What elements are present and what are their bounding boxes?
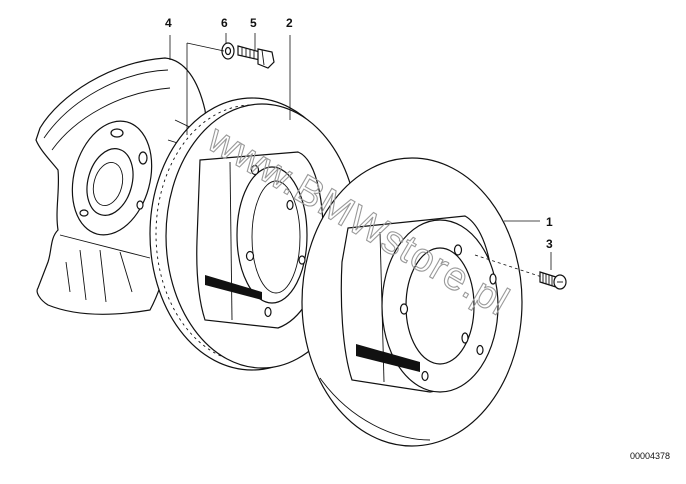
- countersunk-screw-part: [539, 271, 567, 290]
- callout-1: 1: [546, 215, 553, 229]
- leader-lines: [169, 33, 552, 278]
- hex-bolt-part: [237, 45, 275, 69]
- callout-2: 2: [286, 16, 293, 30]
- reference-number: 00004378: [630, 451, 670, 461]
- solid-brake-disc-part: [301, 157, 523, 447]
- callout-5: 5: [250, 16, 257, 30]
- callout-4: 4: [165, 16, 172, 30]
- callout-6: 6: [221, 16, 228, 30]
- callout-3: 3: [546, 237, 553, 251]
- washer-part: [221, 42, 235, 60]
